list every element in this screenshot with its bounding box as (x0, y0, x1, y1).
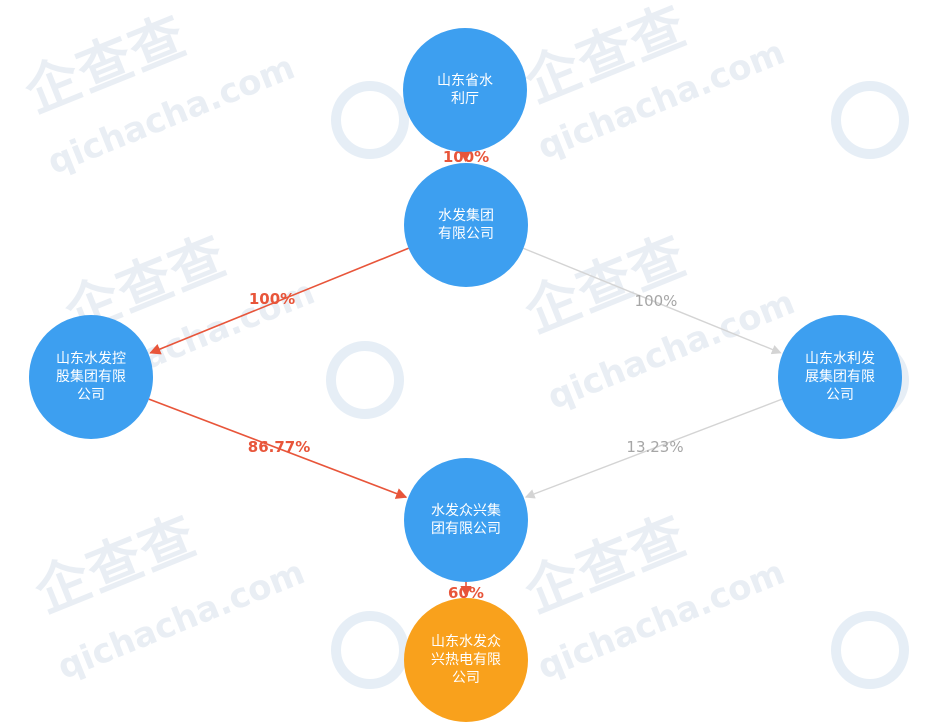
company-node[interactable]: 水发众兴集团有限公司 (404, 458, 528, 582)
edge-percentage-label: 100% (635, 292, 678, 310)
company-node[interactable]: 山东水发众兴热电有限公司 (404, 598, 528, 722)
company-node[interactable]: 水发集团有限公司 (404, 163, 528, 287)
edge-percentage-label: 86.77% (248, 438, 310, 456)
company-node[interactable]: 山东水发控股集团有限公司 (29, 315, 153, 439)
company-node[interactable]: 山东省水利厅 (403, 28, 527, 152)
edge-percentage-label: 100% (249, 290, 295, 308)
company-node[interactable]: 山东水利发展集团有限公司 (778, 315, 902, 439)
edge-percentage-label: 13.23% (626, 438, 683, 456)
